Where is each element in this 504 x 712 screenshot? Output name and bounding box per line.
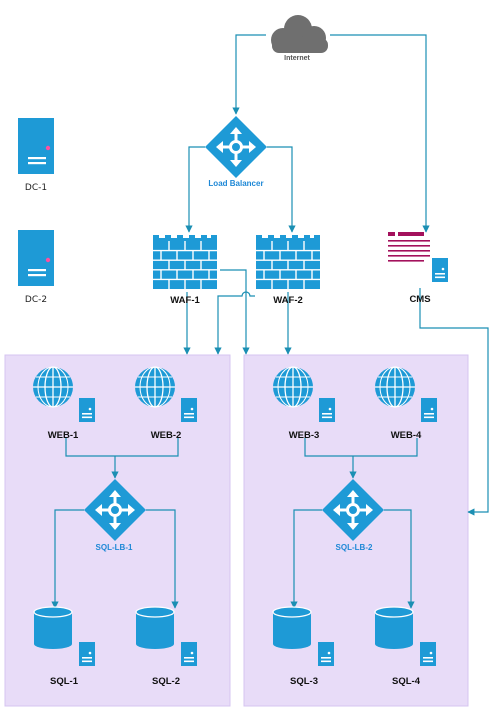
server-icon: [18, 118, 54, 174]
wire-sqllb2-sql3: [290, 509, 322, 609]
web1-node: WEB-1: [32, 366, 95, 441]
dc1-label: DC-1: [25, 183, 47, 193]
web3-node: WEB-3: [272, 366, 335, 441]
server-icon: [79, 642, 95, 666]
sql4-node: SQL-4: [374, 606, 436, 687]
sql3-label: SQL-3: [290, 676, 318, 687]
wire-sqllb2-sql4: [384, 509, 415, 609]
database-icon: [374, 606, 414, 650]
sqllb1-label: SQL-LB-1: [96, 543, 133, 552]
web4-node: WEB-4: [374, 366, 437, 441]
sql2-node: SQL-2: [135, 606, 197, 687]
wire-cms-zone2: [419, 288, 489, 516]
cms-node: CMS: [388, 232, 448, 305]
waf2-node: WAF-2: [255, 234, 321, 306]
globe-icon: [272, 366, 314, 408]
sqllb2-node: SQL-LB-2: [320, 477, 386, 552]
server-icon: [318, 642, 334, 666]
sql4-label: SQL-4: [392, 676, 421, 687]
web1-label: WEB-1: [48, 430, 79, 441]
database-icon: [135, 606, 175, 650]
wire-waf2-zone1: [214, 291, 255, 355]
sql2-label: SQL-2: [152, 676, 180, 687]
wire-web-bus-right: [304, 438, 418, 457]
database-icon: [272, 606, 312, 650]
server-icon: [79, 398, 95, 422]
internet-node: Internet: [271, 15, 328, 62]
wire-internet-cms: [330, 34, 430, 233]
connectors: [51, 34, 489, 609]
server-icon: [181, 642, 197, 666]
sqllb2-label: SQL-LB-2: [336, 543, 373, 552]
load-balancer-icon: [203, 114, 269, 180]
cms-label: CMS: [409, 294, 430, 305]
web2-label: WEB-2: [151, 430, 182, 441]
dc2-label: DC-2: [25, 295, 47, 305]
web3-label: WEB-3: [289, 430, 320, 441]
globe-icon: [374, 366, 416, 408]
server-icon: [421, 398, 437, 422]
firewall-icon: [152, 234, 218, 290]
globe-icon: [32, 366, 74, 408]
load-balancer-label: Load Balancer: [208, 179, 263, 188]
dc2-node: DC-2: [18, 230, 54, 305]
firewall-icon: [255, 234, 321, 290]
sqllb1-node: SQL-LB-1: [82, 477, 148, 552]
server-icon: [18, 230, 54, 286]
server-icon: [181, 398, 197, 422]
database-icon: [33, 606, 73, 650]
wire-waf1-zone2: [220, 269, 250, 355]
server-icon: [420, 642, 436, 666]
wire-internet-lb: [232, 34, 266, 115]
waf1-label: WAF-1: [170, 295, 200, 306]
server-icon: [432, 258, 448, 282]
waf1-node: WAF-1: [152, 234, 218, 306]
internet-label: Internet: [284, 55, 310, 62]
sql1-node: SQL-1: [33, 606, 95, 687]
wire-sqllb1-sql2: [146, 509, 179, 609]
server-icon: [319, 398, 335, 422]
wire-sqllb1-sql1: [51, 509, 84, 609]
sql3-node: SQL-3: [272, 606, 334, 687]
web2-node: WEB-2: [134, 366, 197, 441]
wire-lb-waf1: [185, 146, 205, 233]
globe-icon: [134, 366, 176, 408]
sql1-label: SQL-1: [50, 676, 79, 687]
wire-lb-waf2: [267, 146, 296, 233]
cloud-icon: [271, 15, 328, 53]
cms-icon: [388, 232, 448, 282]
load-balancer-node: Load Balancer: [203, 114, 269, 188]
dc1-node: DC-1: [18, 118, 54, 193]
wire-web-bus-left: [65, 438, 179, 457]
web4-label: WEB-4: [391, 430, 422, 441]
waf2-label: WAF-2: [273, 295, 303, 306]
